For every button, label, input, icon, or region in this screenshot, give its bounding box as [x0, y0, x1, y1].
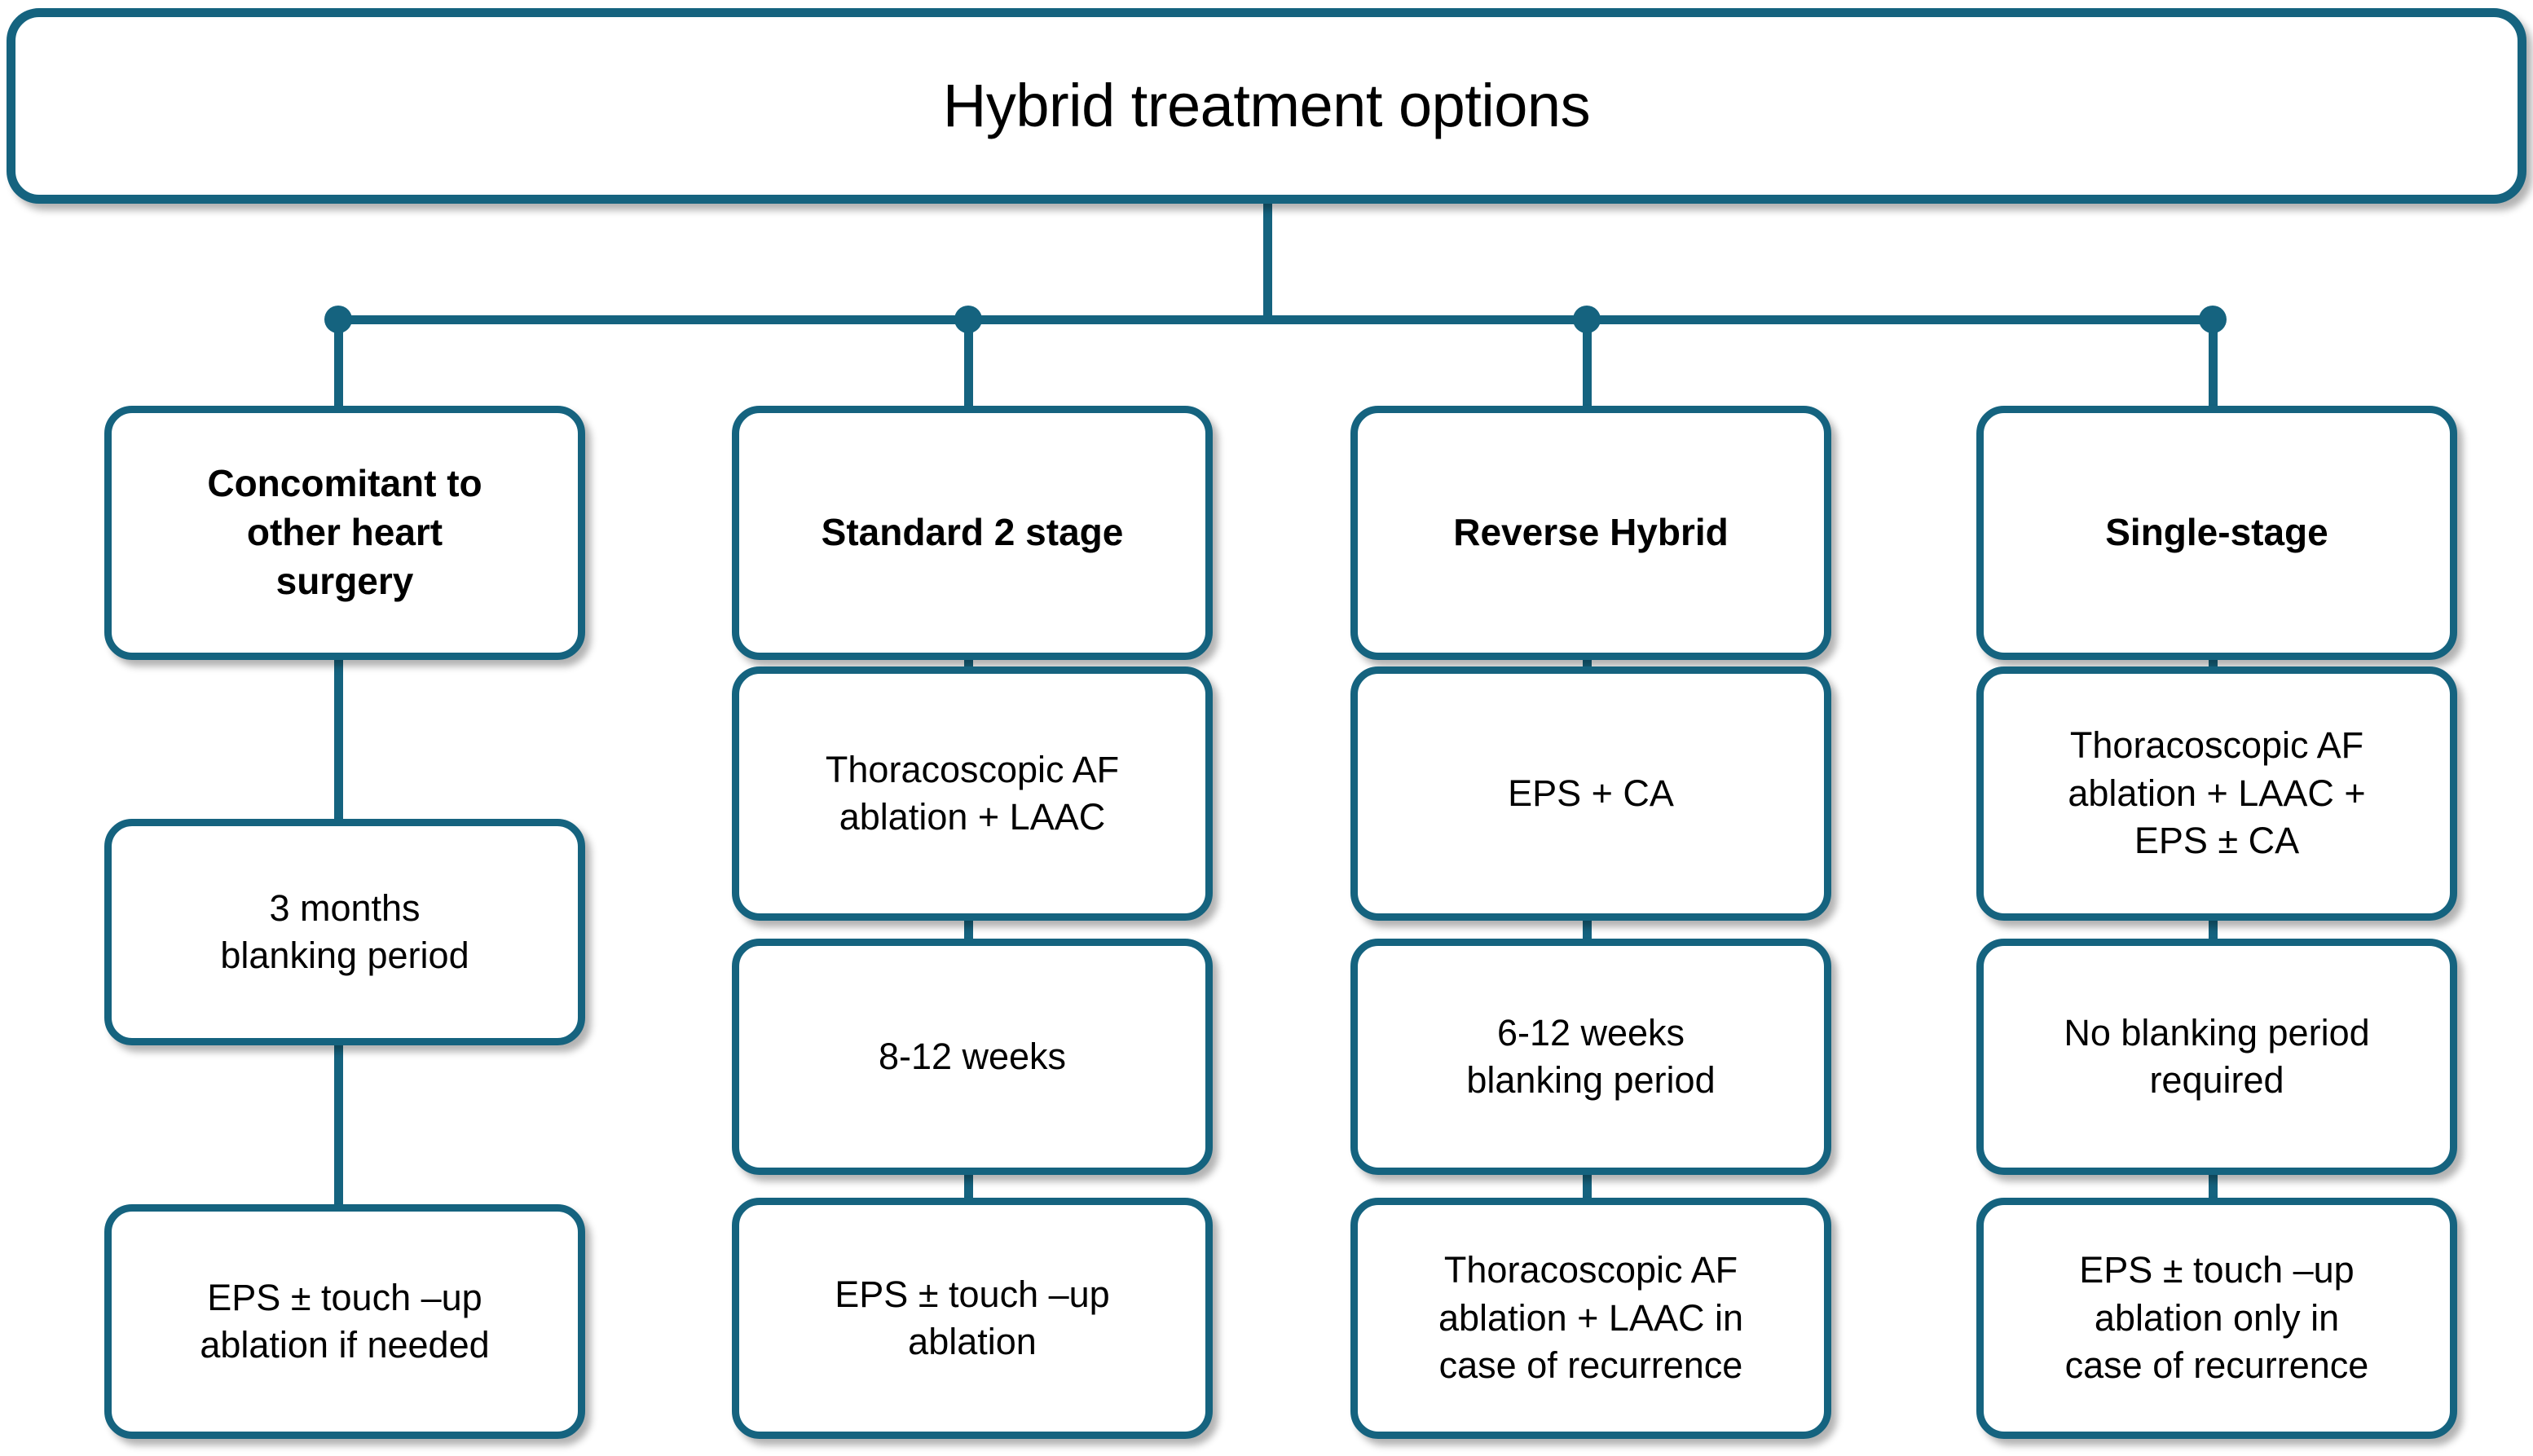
node-singlestage-step-2[interactable]: No blanking period required [1976, 939, 2457, 1175]
diagram-title-text: Hybrid treatment options [942, 71, 1591, 139]
trunk-connector-line [1263, 204, 1272, 324]
node-standard2stage-header[interactable]: Standard 2 stage [732, 406, 1213, 660]
node-label: 3 months blanking period [220, 886, 469, 977]
node-label: EPS ± touch –up ablation only in case of… [2064, 1249, 2369, 1387]
node-singlestage-step-1[interactable]: Thoracoscopic AF ablation + LAAC + EPS ±… [1976, 666, 2457, 921]
node-singlestage-step-3[interactable]: EPS ± touch –up ablation only in case of… [1976, 1198, 2457, 1439]
node-label: Concomitant to other heart surgery [207, 462, 482, 602]
node-reversehybrid-step-1[interactable]: EPS + CA [1350, 666, 1831, 921]
node-label: No blanking period required [2064, 1011, 2370, 1102]
connector-col3-3 [1583, 1170, 1592, 1201]
node-standard2stage-step-3[interactable]: EPS ± touch –up ablation [732, 1198, 1213, 1439]
connector-col3-1 [1583, 652, 1592, 670]
node-reversehybrid-step-3[interactable]: Thoracoscopic AF ablation + LAAC in case… [1350, 1198, 1831, 1439]
node-label: 6-12 weeks blanking period [1466, 1011, 1716, 1102]
node-label: EPS ± touch –up ablation [835, 1273, 1110, 1363]
branch-dot-4 [2199, 306, 2227, 333]
node-label: EPS + CA [1508, 772, 1674, 814]
node-label: EPS ± touch –up ablation if needed [200, 1276, 490, 1366]
branch-dot-3 [1573, 306, 1601, 333]
node-label: 8-12 weeks [878, 1035, 1067, 1077]
node-concomitant-step-1[interactable]: 3 months blanking period [104, 819, 585, 1045]
branch-drop-line-3 [1583, 319, 1592, 409]
connector-col1-1 [334, 658, 343, 821]
node-reversehybrid-header[interactable]: Reverse Hybrid [1350, 406, 1831, 660]
node-label: Standard 2 stage [821, 511, 1124, 554]
node-concomitant-step-2[interactable]: EPS ± touch –up ablation if needed [104, 1204, 585, 1439]
diagram-title-box: Hybrid treatment options [7, 8, 2526, 204]
node-standard2stage-step-2[interactable]: 8-12 weeks [732, 939, 1213, 1175]
branch-drop-line-2 [964, 319, 973, 409]
node-label: Thoracoscopic AF ablation + LAAC + EPS ±… [2068, 724, 2366, 862]
node-concomitant-header[interactable]: Concomitant to other heart surgery [104, 406, 585, 660]
connector-col4-3 [2209, 1170, 2218, 1201]
node-label: Single-stage [2105, 511, 2328, 554]
connector-col4-2 [2209, 916, 2218, 942]
node-label: Thoracoscopic AF ablation + LAAC in case… [1438, 1249, 1743, 1387]
connector-col2-3 [964, 1170, 973, 1201]
node-label: Reverse Hybrid [1453, 511, 1729, 554]
branch-dot-2 [954, 306, 982, 333]
branch-dot-1 [324, 306, 352, 333]
branch-drop-line-1 [334, 319, 343, 409]
connector-col2-1 [964, 652, 973, 670]
connector-col3-2 [1583, 916, 1592, 942]
branch-bus-line [338, 315, 2214, 324]
connector-col2-2 [964, 916, 973, 942]
connector-col1-2 [334, 1043, 343, 1207]
node-standard2stage-step-1[interactable]: Thoracoscopic AF ablation + LAAC [732, 666, 1213, 921]
branch-drop-line-4 [2209, 319, 2218, 409]
node-singlestage-header[interactable]: Single-stage [1976, 406, 2457, 660]
connector-col4-1 [2209, 652, 2218, 670]
node-label: Thoracoscopic AF ablation + LAAC [825, 748, 1120, 838]
node-reversehybrid-step-2[interactable]: 6-12 weeks blanking period [1350, 939, 1831, 1175]
